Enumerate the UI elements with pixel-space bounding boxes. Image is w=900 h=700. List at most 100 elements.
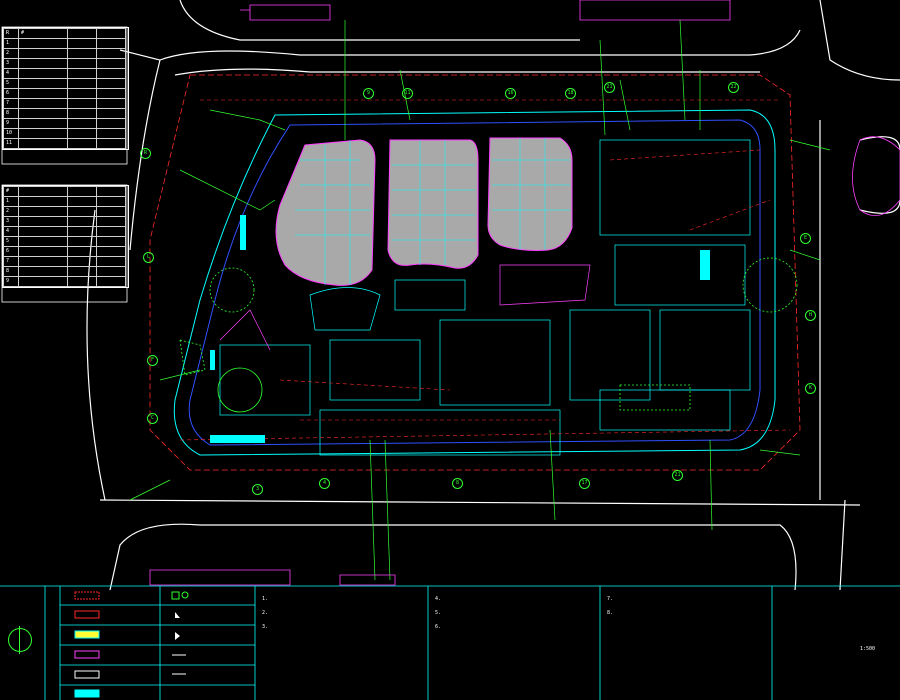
table-cell [96, 206, 126, 217]
site-boundary [149, 74, 801, 471]
note-line: 3. [262, 624, 269, 630]
table-cell [96, 68, 126, 79]
ramps [210, 215, 710, 443]
table-row: 5 [3, 236, 126, 247]
table-cell [18, 58, 68, 69]
road-north-edge [159, 29, 801, 61]
axis-bubble: F [147, 355, 158, 366]
roundabout [859, 136, 900, 214]
table-cell: 5 [3, 78, 19, 89]
table-cell [67, 128, 97, 139]
table-cell [96, 216, 126, 227]
road-layer [86, 0, 900, 591]
drawing-scale: 1:500 [860, 646, 876, 652]
table-row: 3 [3, 58, 126, 69]
table-cell [96, 276, 126, 287]
table-cell [96, 266, 126, 277]
table-cell: 4 [3, 68, 19, 79]
table-cell [67, 88, 97, 99]
table-row: 5 [3, 78, 126, 89]
table-cell [18, 226, 68, 237]
table-row: 10 [3, 128, 126, 139]
table-cell [18, 68, 68, 79]
table-cell [96, 256, 126, 267]
road-west-edge [119, 49, 161, 251]
table-cell: 7 [3, 256, 19, 267]
axis-bubble: L [143, 252, 154, 263]
table-row: 1 [3, 196, 126, 207]
table-row: 9 [3, 276, 126, 287]
neighbor-buildings [149, 0, 900, 586]
note-line: 5. [435, 610, 442, 616]
axis-bubble: 21 [604, 82, 615, 93]
table-cell [18, 48, 68, 59]
podium-outline [173, 109, 776, 456]
table-cell [67, 266, 97, 277]
table-cell [18, 108, 68, 119]
axis-bubble: 17 [579, 478, 590, 489]
table-cell [67, 48, 97, 59]
table-cell [96, 48, 126, 59]
table-cell: 10 [3, 128, 19, 139]
table-cell [67, 98, 97, 109]
podium-blocks [219, 139, 751, 456]
table-cell: 9 [3, 276, 19, 287]
table-cell [67, 108, 97, 119]
table-cell: 8 [3, 108, 19, 119]
table-cell [18, 236, 68, 247]
table-cell [18, 196, 68, 207]
axis-bubble: 11 [402, 88, 413, 99]
table-cell: 4 [3, 226, 19, 237]
note-line: 4. [435, 596, 442, 602]
table-cell [67, 78, 97, 89]
table-cell [18, 266, 68, 277]
road-east-outer [839, 499, 846, 591]
table-cell [67, 276, 97, 287]
note-line: 8. [607, 610, 614, 616]
north-arrow-icon [8, 626, 32, 654]
road-south-edge [99, 499, 861, 506]
table-cell [18, 98, 68, 109]
table-cell: # [3, 186, 19, 197]
table-cell [18, 118, 68, 129]
table-cell: 11 [3, 138, 19, 149]
table-cell [67, 28, 97, 39]
table-row: 7 [3, 98, 126, 109]
table-cell [18, 138, 68, 149]
table-cell: 1 [3, 38, 19, 49]
tower-c [487, 137, 573, 251]
table-cell [67, 186, 97, 197]
axis-bubble: 4 [319, 478, 330, 489]
road-north-inner [174, 68, 760, 76]
table-cell [67, 226, 97, 237]
table-cell [96, 98, 126, 109]
axis-bubble: 22 [728, 82, 739, 93]
table-cell [67, 236, 97, 247]
table-cell: 8 [3, 266, 19, 277]
table-cell: # [18, 28, 68, 39]
road-northwest [179, 0, 580, 41]
note-line: 1. [262, 596, 269, 602]
table-cell [96, 118, 126, 129]
table-cell [96, 78, 126, 89]
table-cell [67, 216, 97, 227]
table-cell [18, 256, 68, 267]
note-line: 6. [435, 624, 442, 630]
road-south-lower [109, 523, 797, 591]
table-cell [18, 276, 68, 287]
table-cell [18, 186, 68, 197]
title-block-lines [0, 585, 900, 700]
axis-bubble: 18 [565, 88, 576, 99]
axis-bubble: 21 [672, 470, 683, 481]
tower-footprints [275, 137, 573, 286]
table-row: 4 [3, 226, 126, 237]
table-cell: 9 [3, 118, 19, 129]
axis-bubble: K [805, 383, 816, 394]
structural-grid [295, 138, 570, 285]
table-cell [18, 88, 68, 99]
table-row: # [3, 186, 126, 197]
